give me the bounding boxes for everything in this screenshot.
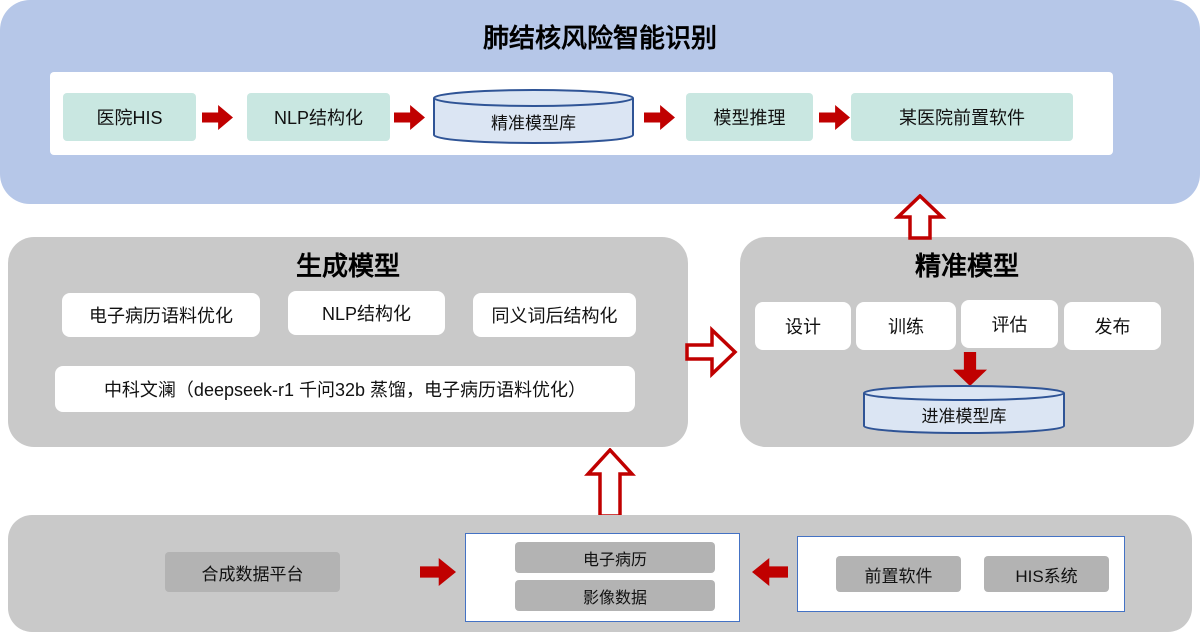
synthetic-data-platform-box: 合成数据平台: [165, 552, 340, 592]
his-system-label: HIS系统: [1015, 566, 1078, 586]
hollow-arrow-up-icon: [584, 448, 636, 518]
step-train-label: 训练: [888, 317, 924, 337]
step-publish: 发布: [1064, 302, 1161, 350]
model-db-label: 精准模型库: [491, 113, 576, 133]
node-hospital-frontend: 某医院前置软件: [851, 93, 1073, 141]
step-design: 设计: [755, 302, 851, 350]
emr-box-label: 电子病历: [582, 551, 647, 569]
frontend-software-label: 前置软件: [864, 566, 933, 586]
gen-box-synonym-structuring: 同义词后结构化: [473, 293, 636, 337]
imaging-data-box-label: 影像数据: [582, 589, 647, 607]
step-evaluate: 评估: [961, 300, 1058, 348]
gen-box-nlp-structuring-label: NLP结构化: [321, 304, 411, 324]
precision-db-label: 进准模型库: [921, 406, 1007, 426]
gen-box-zhongke-wenlan: 中科文澜（deepseek-r1 千问32b 蒸馏，电子病历语料优化）: [55, 366, 635, 412]
node-hospital-his-label: 医院HIS: [96, 108, 163, 128]
node-nlp-structuring-label: NLP结构化: [273, 108, 363, 128]
step-evaluate-label: 评估: [991, 315, 1028, 335]
node-hospital-his: 医院HIS: [63, 93, 196, 141]
step-train: 训练: [856, 302, 956, 350]
node-model-inference: 模型推理: [686, 93, 813, 141]
hollow-arrow-right-icon: [685, 325, 738, 379]
step-design-label: 设计: [785, 317, 821, 337]
frontend-software-box: 前置软件: [836, 556, 961, 592]
gen-box-corpus-optimization: 电子病历语料优化: [62, 293, 260, 337]
medical-data-panel: 电子病历 影像数据: [465, 533, 740, 622]
cylinder-icon: [433, 89, 634, 144]
gen-box-nlp-structuring: NLP结构化: [288, 291, 445, 335]
top-section-title: 肺结核风险智能识别: [482, 23, 717, 53]
node-model-inference-label: 模型推理: [713, 108, 786, 128]
data-source-panel: 前置软件 HIS系统: [797, 536, 1125, 612]
gen-box-zhongke-wenlan-label: 中科文澜（deepseek-r1 千问32b 蒸馏，电子病历语料优化）: [103, 380, 587, 400]
generation-title: 生成模型: [295, 251, 400, 281]
cylinder-icon: [863, 385, 1065, 434]
generation-section: [8, 237, 688, 447]
his-system-box: HIS系统: [984, 556, 1109, 592]
gen-box-synonym-structuring-label: 同义词后结构化: [491, 306, 618, 326]
precision-db-cylinder: 进准模型库: [860, 383, 1068, 437]
precision-title: 精准模型: [914, 251, 1019, 281]
hollow-arrow-up-icon: [893, 194, 947, 240]
synthetic-data-platform-label: 合成数据平台: [201, 564, 304, 584]
emr-box: 电子病历: [515, 542, 715, 573]
node-nlp-structuring: NLP结构化: [247, 93, 390, 141]
imaging-data-box: 影像数据: [515, 580, 715, 611]
gen-box-corpus-optimization-label: 电子病历语料优化: [89, 306, 233, 326]
node-hospital-frontend-label: 某医院前置软件: [899, 108, 1025, 128]
model-db-cylinder: 精准模型库: [430, 87, 637, 147]
step-publish-label: 发布: [1094, 317, 1131, 337]
